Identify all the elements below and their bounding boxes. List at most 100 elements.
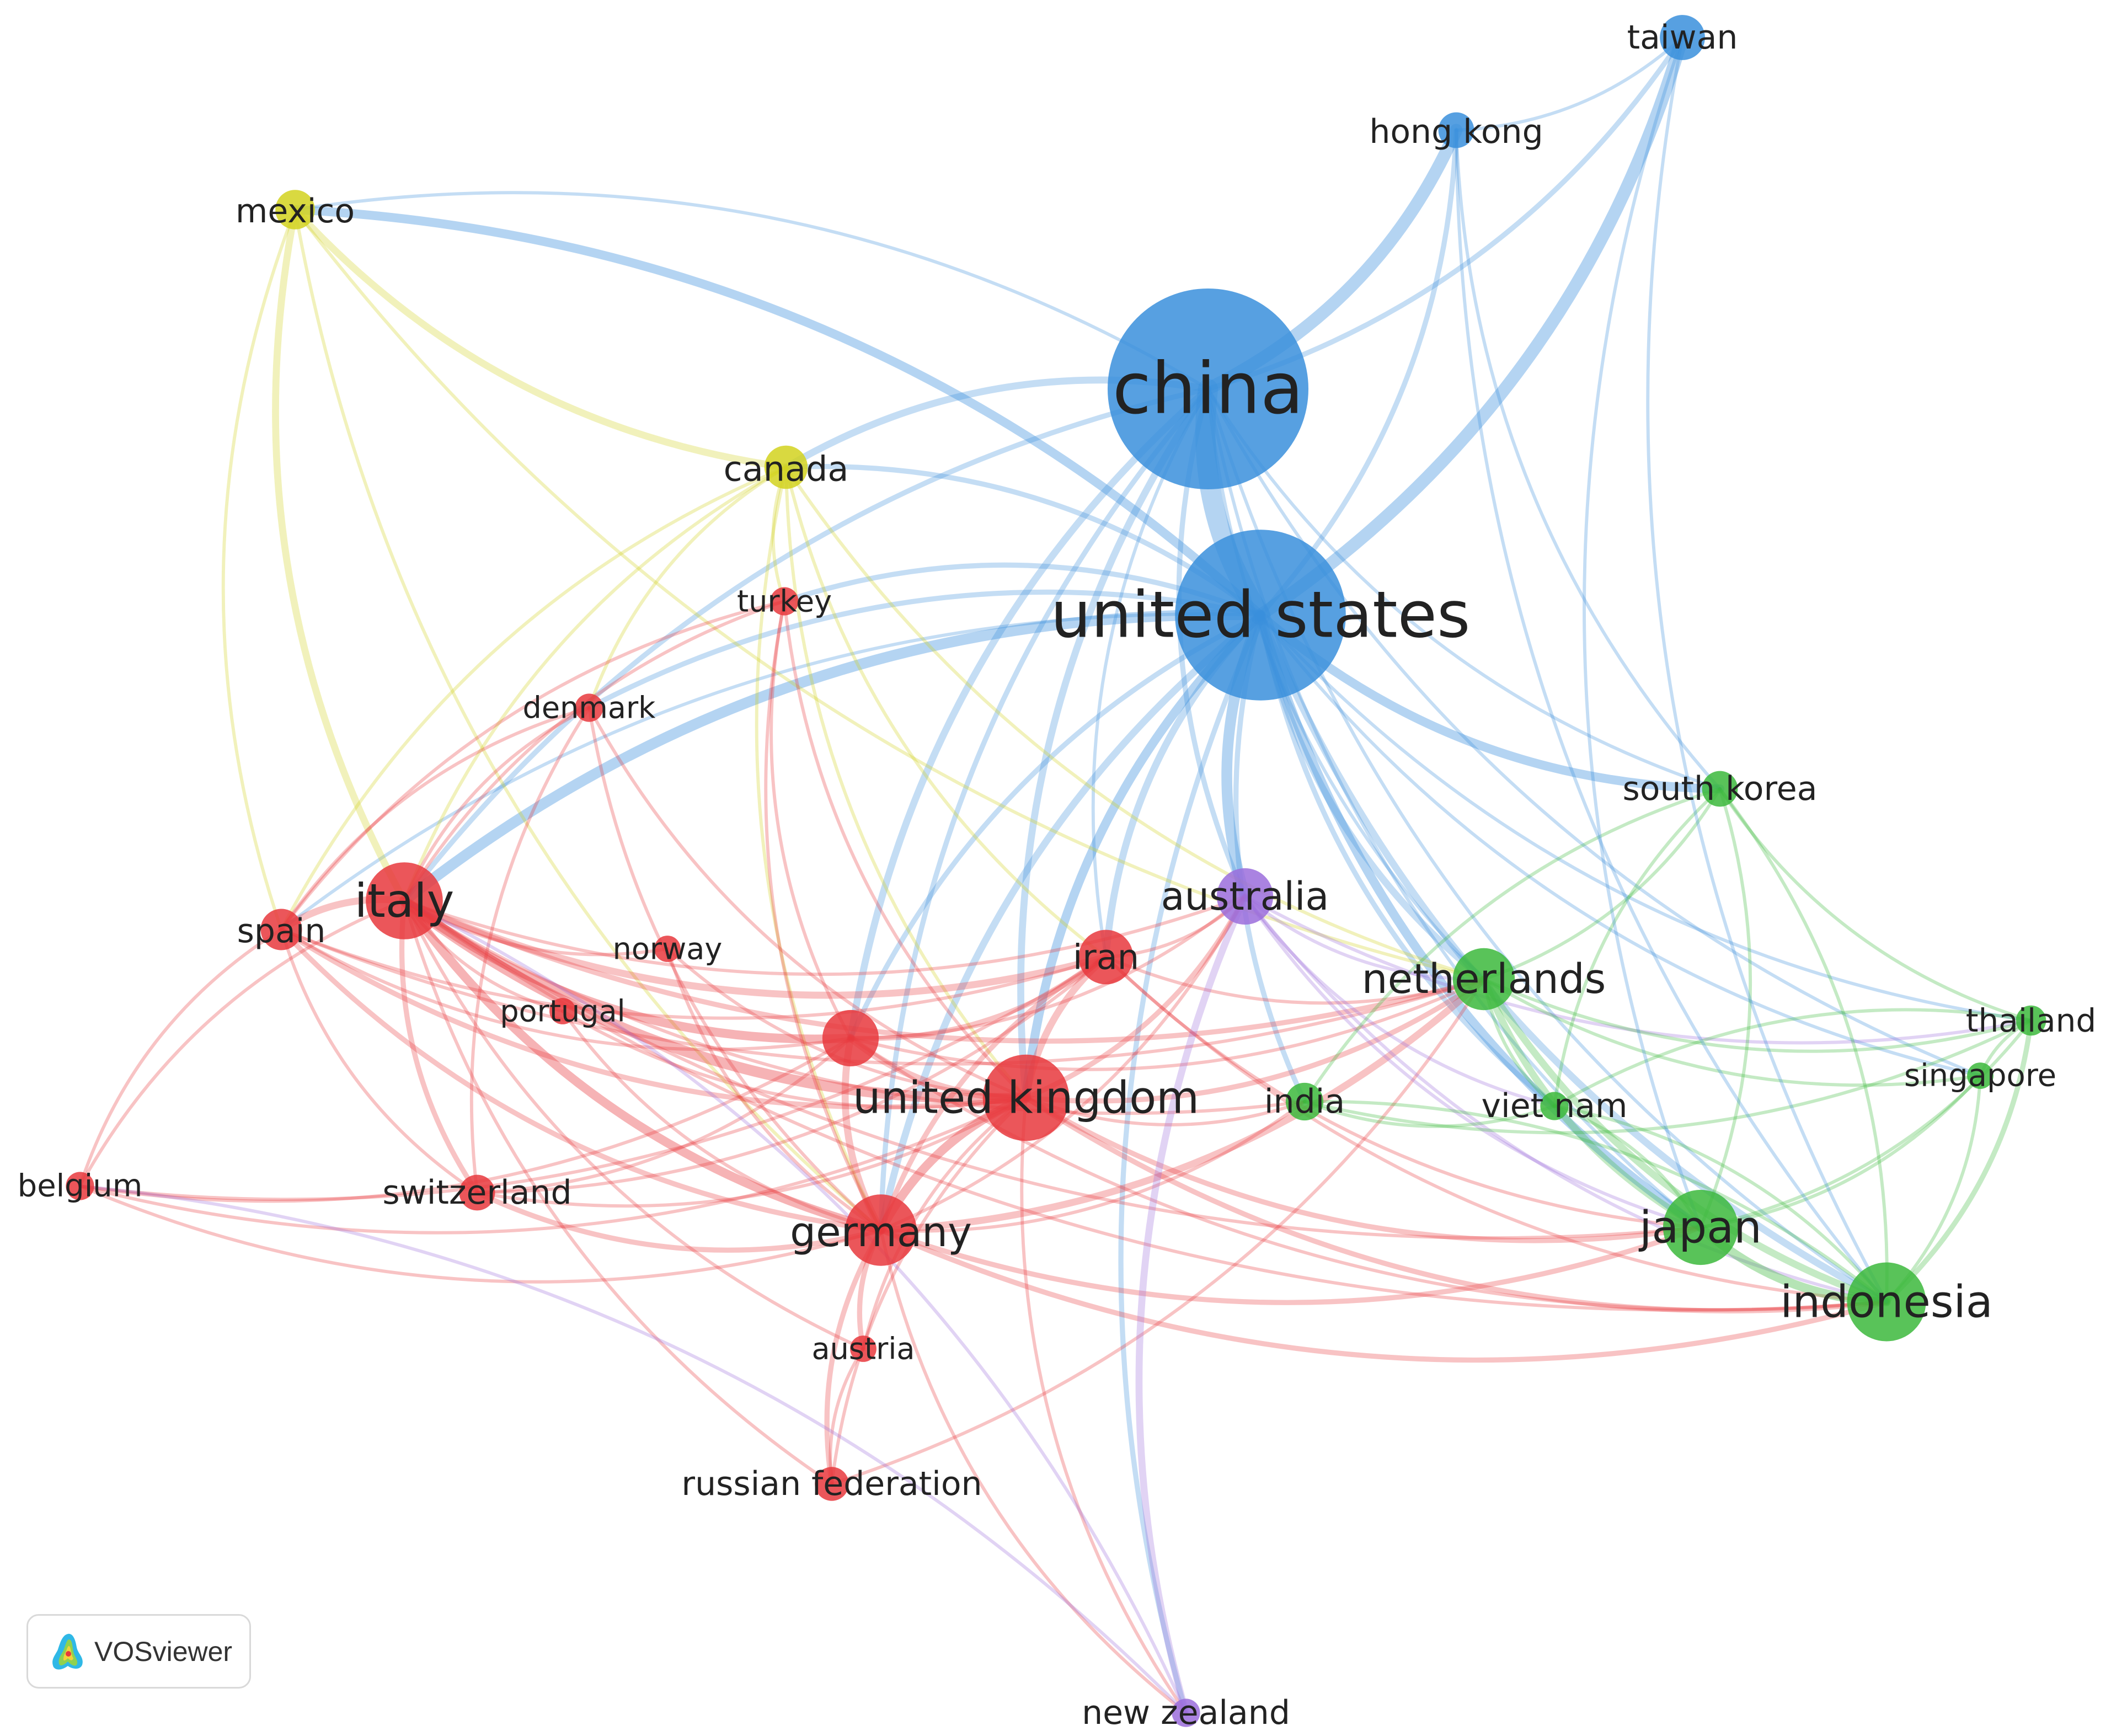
node-denmark[interactable] <box>575 693 603 722</box>
link-italy-japan <box>403 899 1702 1240</box>
link-taiwan-japan <box>1583 36 1702 1229</box>
node-united-states[interactable] <box>1175 530 1346 701</box>
link-united-kingdom-netherlands <box>1023 976 1487 1104</box>
link-hong-kong-indonesia <box>1455 129 1888 1304</box>
node-italy[interactable] <box>366 862 443 939</box>
node-viet-nam[interactable] <box>1540 1092 1569 1120</box>
link-united-states-thailand <box>1259 613 2033 1022</box>
node-russian-federation[interactable] <box>815 1467 849 1501</box>
node-label-belgium: belgium <box>18 1168 143 1204</box>
link-portugal-united-kingdom <box>561 1009 1028 1109</box>
node-norway[interactable] <box>654 936 681 962</box>
node-hong-kong[interactable] <box>1438 112 1474 148</box>
node-label-united-states: united states <box>1051 578 1471 653</box>
node-label-china: china <box>1113 348 1304 430</box>
link-china-united-kingdom <box>1017 385 1212 1102</box>
node-switzerland[interactable] <box>459 1174 495 1211</box>
link-turkey-italy <box>403 600 786 902</box>
link-united-states-taiwan <box>1254 31 1689 622</box>
link-germany-japan <box>878 1225 1703 1305</box>
link-netherlands-singapore <box>1482 977 1982 1087</box>
link-new-zealand-belgium <box>78 1184 1188 1714</box>
node-label-mexico: mexico <box>236 192 355 231</box>
link-united-kingdom-austria <box>862 1096 1028 1350</box>
node-label-united-kingdom: united kingdom <box>853 1072 1199 1124</box>
node-belgium[interactable] <box>66 1172 94 1200</box>
node-unlabeled-red[interactable] <box>822 1009 879 1067</box>
link-spain-belgium <box>78 928 283 1188</box>
link-spain-united-kingdom <box>279 927 1029 1110</box>
link-japan-south-korea <box>1699 787 1752 1229</box>
link-united-states-viet-nam <box>1258 612 1557 1109</box>
link-hong-kong-south-korea <box>1455 129 1722 790</box>
link-indonesia-viet-nam <box>1553 1104 1888 1304</box>
link-canada-netherlands <box>784 466 1485 981</box>
link-australia-thailand <box>1243 895 2033 1045</box>
node-portugal[interactable] <box>549 998 576 1024</box>
link-australia-viet-nam <box>1243 895 1556 1108</box>
node-label-singapore: singapore <box>1904 1058 2056 1094</box>
link-denmark-united-kingdom <box>587 706 1028 1099</box>
node-label-russian-federation: russian federation <box>681 1465 982 1503</box>
link-portugal-germany <box>561 1009 883 1232</box>
link-india-viet-nam <box>1303 1100 1556 1128</box>
node-south-korea[interactable] <box>1702 771 1738 807</box>
node-spain[interactable] <box>260 909 302 950</box>
link-united-kingdom-japan <box>1023 1095 1703 1243</box>
link-italy-russian-federation <box>403 899 833 1486</box>
node-mexico[interactable] <box>275 190 315 229</box>
node-netherlands[interactable] <box>1452 948 1515 1011</box>
link-italy-netherlands <box>402 898 1487 1044</box>
vosviewer-watermark: VOSviewer <box>26 1614 251 1689</box>
node-japan[interactable] <box>1663 1189 1739 1265</box>
node-australia[interactable] <box>1216 868 1274 925</box>
node-label-portugal: portugal <box>500 994 625 1029</box>
link-denmark-spain <box>280 706 591 931</box>
node-iran[interactable] <box>1078 930 1134 985</box>
node-label-south-korea: south korea <box>1623 770 1818 808</box>
node-canada[interactable] <box>764 445 808 489</box>
node-germany[interactable] <box>845 1194 917 1266</box>
link-germany-indonesia <box>878 1227 1889 1363</box>
link-belgium-united-kingdom <box>78 1096 1028 1235</box>
node-china[interactable] <box>1108 289 1308 489</box>
link-denmark-italy <box>403 706 591 902</box>
node-turkey[interactable] <box>770 587 799 616</box>
node-new-zealand[interactable] <box>1172 1698 1200 1727</box>
link-canada-germany <box>755 466 883 1232</box>
link-unlabeled-red-netherlands <box>849 977 1485 1071</box>
link-netherlands-japan <box>1480 975 1704 1231</box>
link-unlabeled-red-australia <box>849 895 1247 1040</box>
link-italy-switzerland <box>399 898 480 1195</box>
node-label-viet-nam: viet nam <box>1482 1087 1628 1125</box>
node-label-denmark: denmark <box>523 691 656 725</box>
link-italy-austria <box>403 899 865 1350</box>
link-netherlands-thailand <box>1482 977 2033 1053</box>
vosviewer-logo-icon <box>52 1633 83 1669</box>
node-label-japan: japan <box>1638 1202 1762 1253</box>
link-canada-iran <box>784 466 1108 959</box>
link-hong-kong-taiwan <box>1455 36 1684 132</box>
link-italy-germany <box>399 896 886 1235</box>
network-nodes <box>66 15 2046 1727</box>
node-singapore[interactable] <box>1967 1062 1994 1089</box>
node-thailand[interactable] <box>2016 1005 2046 1036</box>
link-spain-unlabeled-red <box>280 928 852 1051</box>
node-label-norway: norway <box>613 932 723 966</box>
link-italy-united-kingdom <box>399 895 1032 1104</box>
node-taiwan[interactable] <box>1660 15 1705 60</box>
link-germany-netherlands <box>877 975 1488 1234</box>
link-iran-indonesia <box>1104 955 1888 1304</box>
link-china-italy <box>402 386 1211 904</box>
link-japan-thailand <box>1699 1019 2033 1229</box>
node-united-kingdom[interactable] <box>982 1054 1070 1141</box>
node-label-new-zealand: new zealand <box>1082 1694 1290 1732</box>
link-australia-new-zealand <box>1135 893 1249 1717</box>
node-austria[interactable] <box>850 1336 877 1362</box>
link-switzerland-iran <box>475 955 1108 1194</box>
node-indonesia[interactable] <box>1847 1262 1926 1342</box>
link-unlabeled-red-iran <box>848 954 1109 1041</box>
node-india[interactable] <box>1285 1082 1324 1121</box>
link-italy-belgium <box>78 899 406 1188</box>
